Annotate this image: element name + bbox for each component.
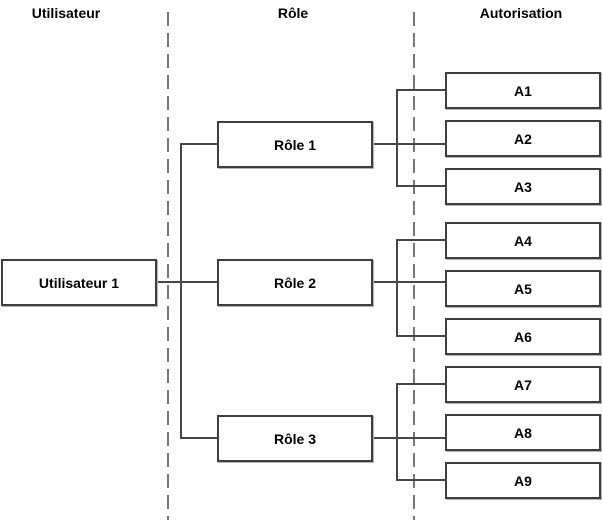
column-header-utilisateur: Utilisateur	[31, 5, 101, 21]
node-auth-a5-label: A5	[514, 280, 532, 297]
connector-role2-a4	[396, 239, 445, 241]
node-auth-a1: A1	[445, 72, 601, 109]
node-auth-a2-label: A2	[514, 130, 532, 147]
connector-role3-a8	[373, 437, 445, 439]
connector-role3-bracket	[396, 383, 398, 481]
node-auth-a8-label: A8	[514, 424, 532, 441]
node-role-3-label: Rôle 3	[273, 430, 316, 447]
node-auth-a6: A6	[445, 318, 601, 355]
node-role-1: Rôle 1	[217, 121, 373, 168]
connector-role1-a1	[396, 89, 445, 91]
node-auth-a5: A5	[445, 270, 601, 307]
node-role-2-label: Rôle 2	[273, 274, 316, 291]
connector-trunk-role3	[180, 437, 217, 439]
node-auth-a3: A3	[445, 168, 601, 205]
connector-role2-a6	[396, 335, 445, 337]
connector-role1-bracket	[396, 89, 398, 187]
node-utilisateur-1: Utilisateur 1	[1, 259, 157, 306]
node-auth-a7: A7	[445, 366, 601, 403]
connector-role2-a5	[373, 281, 445, 283]
node-auth-a9: A9	[445, 462, 601, 499]
column-separator-role-autorisation	[413, 12, 415, 520]
node-utilisateur-1-label: Utilisateur 1	[38, 274, 120, 291]
connector-role3-a7	[396, 383, 445, 385]
node-role-3: Rôle 3	[217, 415, 373, 462]
node-auth-a8: A8	[445, 414, 601, 451]
node-auth-a4: A4	[445, 222, 601, 259]
connector-role1-a3	[396, 185, 445, 187]
connector-user-role2	[157, 281, 217, 283]
node-auth-a9-label: A9	[514, 472, 532, 489]
node-role-1-label: Rôle 1	[273, 136, 316, 153]
node-auth-a4-label: A4	[514, 232, 532, 249]
node-auth-a1-label: A1	[514, 82, 532, 99]
column-header-autorisation: Autorisation	[479, 5, 563, 21]
column-header-role: Rôle	[277, 5, 309, 21]
connector-trunk-role1	[180, 143, 217, 145]
connector-role1-a2	[373, 143, 445, 145]
node-auth-a7-label: A7	[514, 376, 532, 393]
node-auth-a6-label: A6	[514, 328, 532, 345]
node-auth-a2: A2	[445, 120, 601, 157]
node-role-2: Rôle 2	[217, 259, 373, 306]
connector-role3-a9	[396, 479, 445, 481]
column-separator-user-role	[167, 12, 169, 520]
connector-user-trunk	[180, 143, 182, 439]
node-auth-a3-label: A3	[514, 178, 532, 195]
connector-role2-bracket	[396, 239, 398, 337]
